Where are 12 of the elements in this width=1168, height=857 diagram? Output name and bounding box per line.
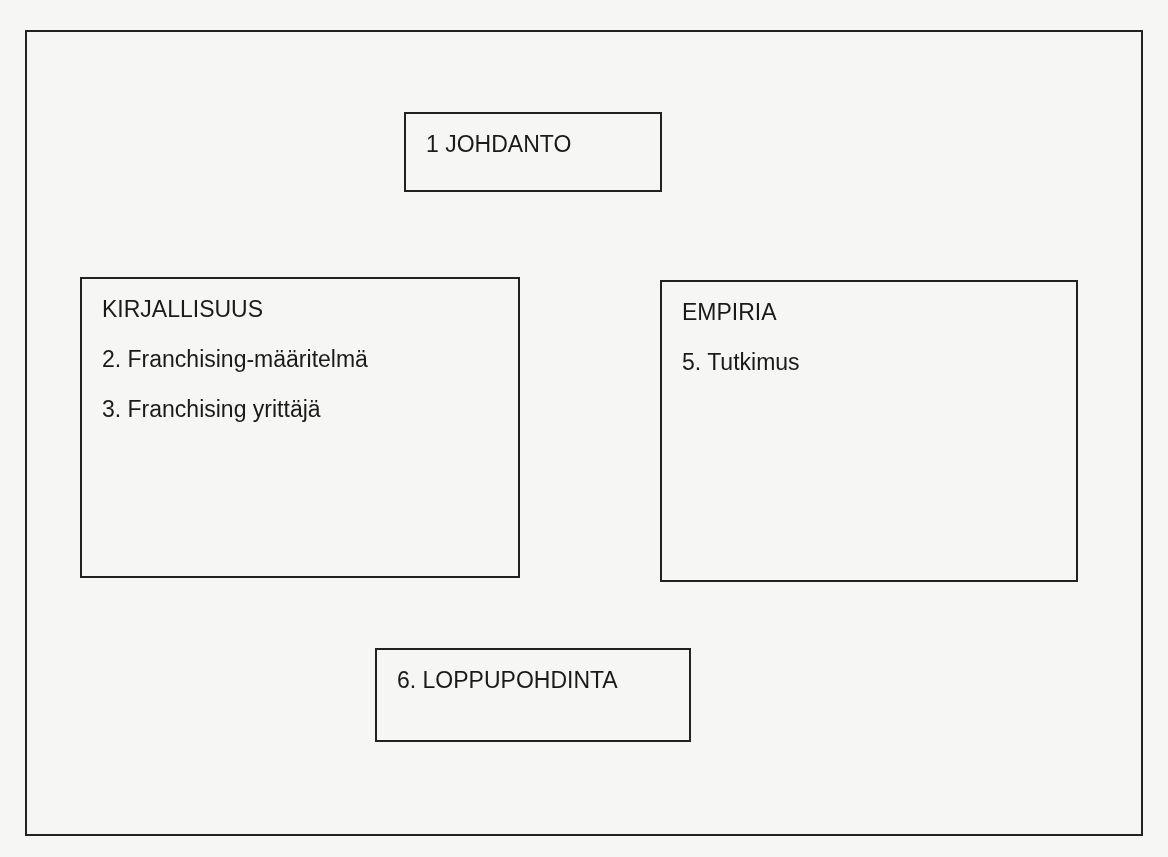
section-box — [404, 112, 662, 192]
section-title: KIRJALLISUUS — [102, 295, 265, 323]
section-title: EMPIRIA — [682, 298, 778, 326]
chapter-item: 2. Franchising-määritelmä — [102, 345, 369, 373]
chapter-item: 3. Franchising yrittäjä — [102, 395, 322, 423]
chapter-item: 5. Tutkimus — [682, 348, 801, 376]
section-box — [80, 277, 520, 578]
frame-box — [25, 30, 1143, 836]
section-title: 6. LOPPUPOHDINTA — [397, 666, 619, 694]
section-box — [375, 648, 691, 742]
section-title: 1 JOHDANTO — [426, 130, 573, 158]
section-box — [660, 280, 1078, 582]
